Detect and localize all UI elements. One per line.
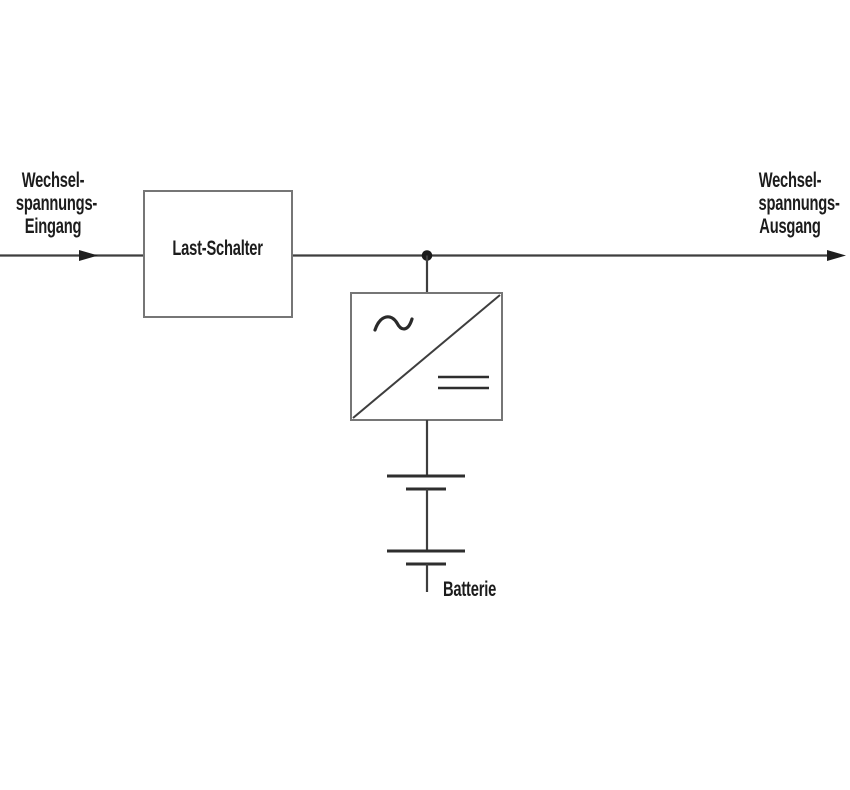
load-switch-label: Last-Schalter bbox=[172, 237, 264, 260]
ac-input-label-line2: spannungs- bbox=[15, 192, 98, 215]
ac-output-label-line3: Ausgang bbox=[759, 215, 821, 238]
output-arrow-icon bbox=[827, 250, 846, 261]
ac-output-label-line1: Wechsel- bbox=[758, 169, 822, 192]
ac-input-label-line3: Eingang bbox=[24, 215, 82, 238]
load-switch-box: Last-Schalter bbox=[143, 190, 293, 318]
input-arrow-icon bbox=[79, 250, 98, 261]
ac-output-label: Wechsel- spannungs- Ausgang bbox=[758, 169, 840, 238]
ac-output-label-line2: spannungs- bbox=[758, 192, 840, 215]
ac-input-label-line1: Wechsel- bbox=[21, 169, 85, 192]
battery-label: Batterie bbox=[443, 578, 497, 601]
ac-input-label: Wechsel- spannungs- Eingang bbox=[15, 169, 98, 238]
sine-wave-icon bbox=[373, 315, 414, 332]
converter-diagonal-line bbox=[352, 294, 501, 419]
